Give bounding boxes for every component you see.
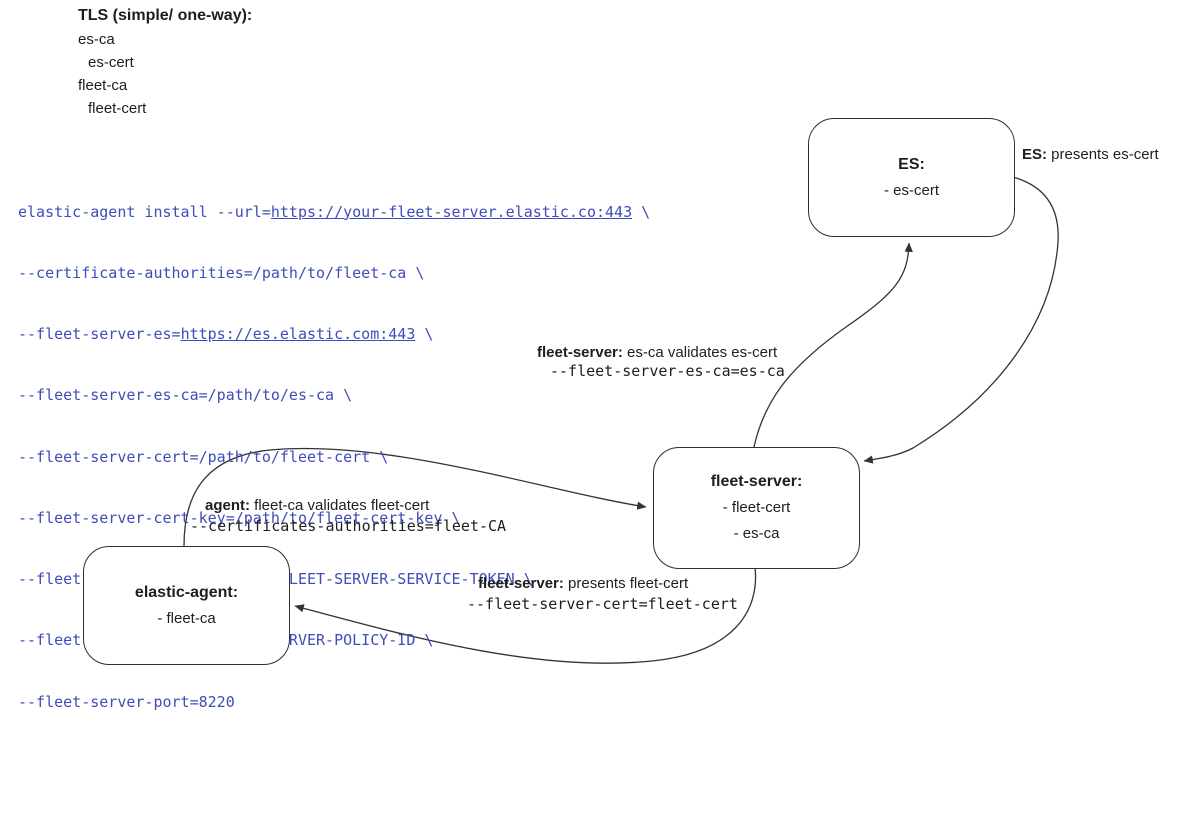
- label-mono-flag: --fleet-server-es-ca=es-ca: [550, 362, 785, 380]
- command-line: elastic-agent install --url=https://your…: [18, 202, 650, 222]
- node-es: ES: - es-cert: [808, 118, 1015, 237]
- node-elastic-agent-item: - fleet-ca: [157, 609, 216, 627]
- label-agent-validates: agent: fleet-ca validates fleet-cert --c…: [190, 496, 506, 536]
- label-bold-prefix: fleet-server:: [537, 344, 623, 361]
- label-line: agent: fleet-ca validates fleet-cert: [205, 496, 506, 516]
- command-text: \: [415, 325, 434, 344]
- node-fleet-server-title: fleet-server:: [710, 473, 803, 490]
- label-es-presents: ES: presents es-cert: [1022, 146, 1159, 164]
- label-text: fleet-ca validates fleet-cert: [250, 497, 430, 514]
- header-item-fleet-cert: fleet-cert: [88, 100, 147, 117]
- header-item-es-ca: es-ca: [78, 31, 115, 48]
- label-mono-flag: --fleet-server-cert=fleet-cert: [467, 595, 738, 613]
- command-line: --fleet-server-es=https://es.elastic.com…: [18, 324, 650, 344]
- label-bold-prefix: ES:: [1022, 146, 1048, 163]
- label-bold-prefix: agent:: [205, 497, 250, 514]
- label-text: es-ca validates es-cert: [622, 344, 778, 361]
- command-line: --fleet-server-es-ca=/path/to/es-ca \: [18, 386, 353, 405]
- es-url-link[interactable]: https://es.elastic.com:443: [180, 325, 416, 344]
- header-item-fleet-ca: fleet-ca: [78, 77, 128, 94]
- label-line: fleet-server: presents fleet-cert: [478, 574, 738, 594]
- label-line: fleet-server: es-ca validates es-cert: [537, 344, 785, 362]
- command-line: --fleet-server-cert=/path/to/fleet-cert …: [18, 447, 389, 466]
- command-line: --fleet-server-port=8220: [18, 692, 235, 711]
- node-fleet-server: fleet-server: - fleet-cert - es-ca: [653, 447, 860, 569]
- command-text: --fleet-server-es=: [18, 325, 181, 344]
- label-mono-flag: --certificates-authorities=fleet-CA: [190, 517, 507, 535]
- label-bold-prefix: fleet-server:: [478, 575, 564, 592]
- node-fleet-server-item: - es-ca: [733, 525, 780, 542]
- node-elastic-agent-title: elastic-agent:: [134, 583, 239, 601]
- label-fleet-validates: fleet-server: es-ca validates es-cert --…: [537, 344, 785, 380]
- node-es-item: - es-cert: [883, 181, 939, 199]
- label-text: presents es-cert: [1047, 146, 1159, 163]
- fleet-server-url-link[interactable]: https://your-fleet-server.elastic.co:443: [270, 202, 633, 221]
- command-line: --fleet-server-cert-key=/path/to/fleet-c…: [18, 508, 461, 527]
- header-title: TLS (simple/ one-way):: [78, 7, 253, 24]
- label-text: presents fleet-cert: [563, 575, 689, 592]
- label-fleet-presents: fleet-server: presents fleet-cert --flee…: [467, 574, 738, 614]
- node-es-title: ES:: [898, 155, 925, 173]
- command-line: --certificate-authorities=/path/to/fleet…: [18, 264, 425, 283]
- command-text: elastic-agent install --url=: [18, 202, 271, 221]
- command-text: \: [632, 202, 651, 221]
- node-fleet-server-item: - fleet-cert: [722, 499, 791, 516]
- header-item-es-cert: es-cert: [88, 54, 134, 71]
- node-elastic-agent: elastic-agent: - fleet-ca: [83, 546, 290, 665]
